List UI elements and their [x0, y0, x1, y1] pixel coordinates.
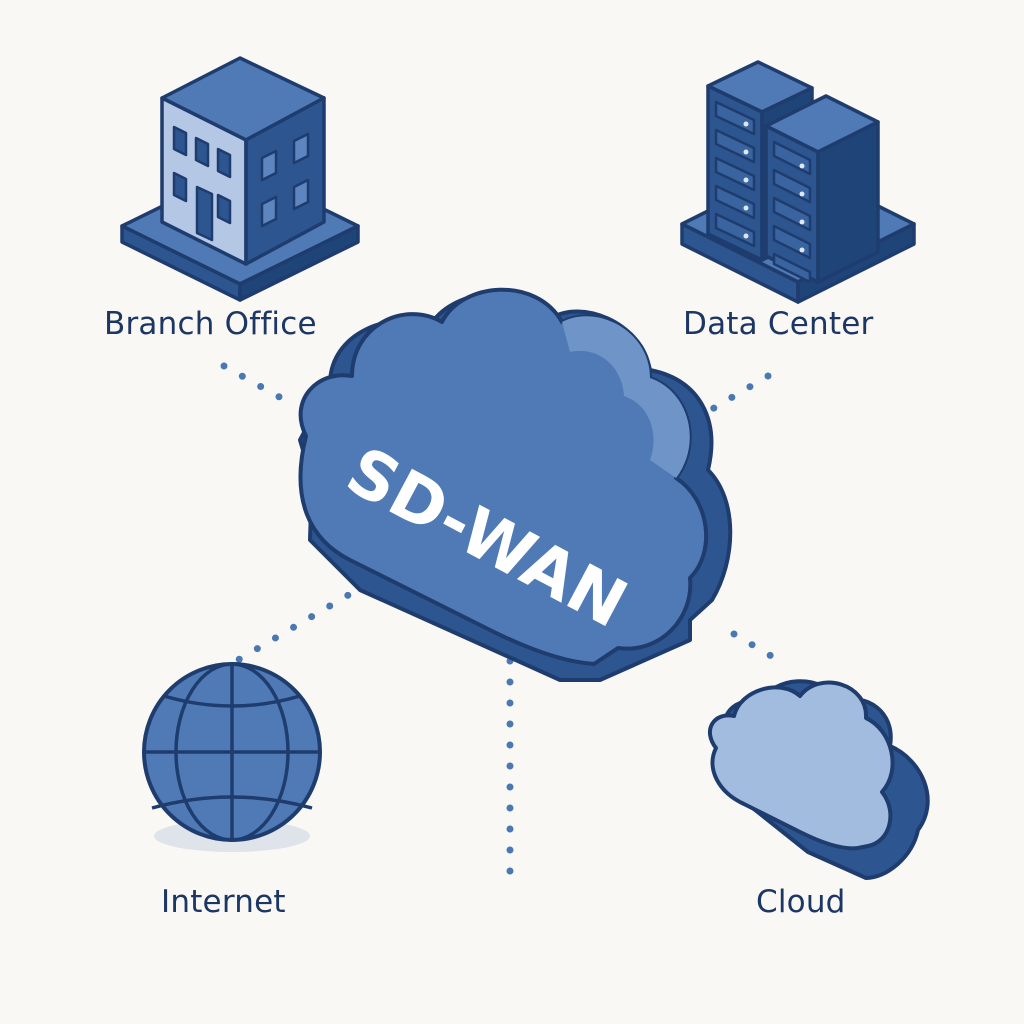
label-internet: Internet [161, 884, 286, 920]
connector-cloud [730, 630, 792, 670]
building-icon [120, 56, 360, 302]
server-rack-icon [680, 60, 916, 304]
label-data-center: Data Center [683, 306, 874, 342]
cloud-icon [708, 679, 930, 880]
connector-branch-office [220, 362, 296, 408]
label-cloud: Cloud [756, 884, 846, 920]
label-branch-office: Branch Office [104, 306, 317, 342]
globe-icon [142, 662, 322, 852]
sd-wan-cloud: SD-WAN [298, 287, 733, 682]
connector-internet [234, 570, 388, 664]
